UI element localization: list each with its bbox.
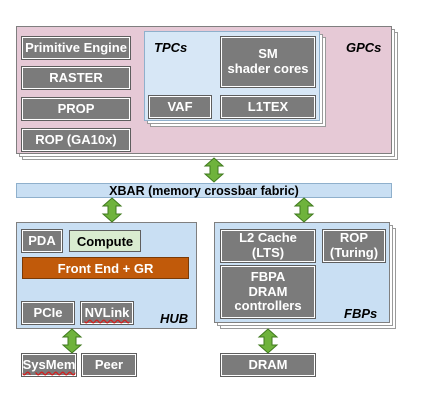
vaf-block: VAF [148,95,212,119]
rop-turing-block: ROP (Turing) [322,229,386,263]
gpc-label: GPCs [346,40,382,55]
primitive-engine-block: Primitive Engine [21,36,131,60]
tpc-label: TPCs [154,40,188,55]
l1tex-block: L1TEX [220,95,316,119]
dram-block: DRAM [220,353,316,377]
hub-label: HUB [160,311,189,326]
fbp-dram-arrow [257,328,279,354]
compute-block: Compute [69,230,141,252]
rop-ga10x-block: ROP (GA10x) [21,128,131,152]
xbar-hub-arrow [101,197,123,223]
peer-block: Peer [81,353,137,377]
pda-block: PDA [21,229,63,253]
hub-external-arrow [61,328,83,354]
l2-cache-block: L2 Cache (LTS) [220,229,316,263]
front-end-gr-block: Front End + GR [22,257,189,279]
nvlink-block: NVLink [80,301,134,325]
pcie-block: PCIe [21,301,75,325]
prop-block: PROP [21,97,131,121]
sm-shader-cores-block: SM shader cores [220,36,316,88]
xbar-bar: XBAR (memory crossbar fabric) [16,183,392,198]
sysmem-block: SysMem [21,353,77,377]
xbar-fbp-arrow [293,197,315,223]
gpc-xbar-arrow [203,157,225,183]
fbp-label: FBPs [344,306,378,321]
raster-block: RASTER [21,66,131,90]
sysmem-label: SysMem [22,356,76,372]
fbpa-dram-controllers-block: FBPA DRAM controllers [220,265,316,319]
nvlink-label: NVLink [84,304,130,320]
